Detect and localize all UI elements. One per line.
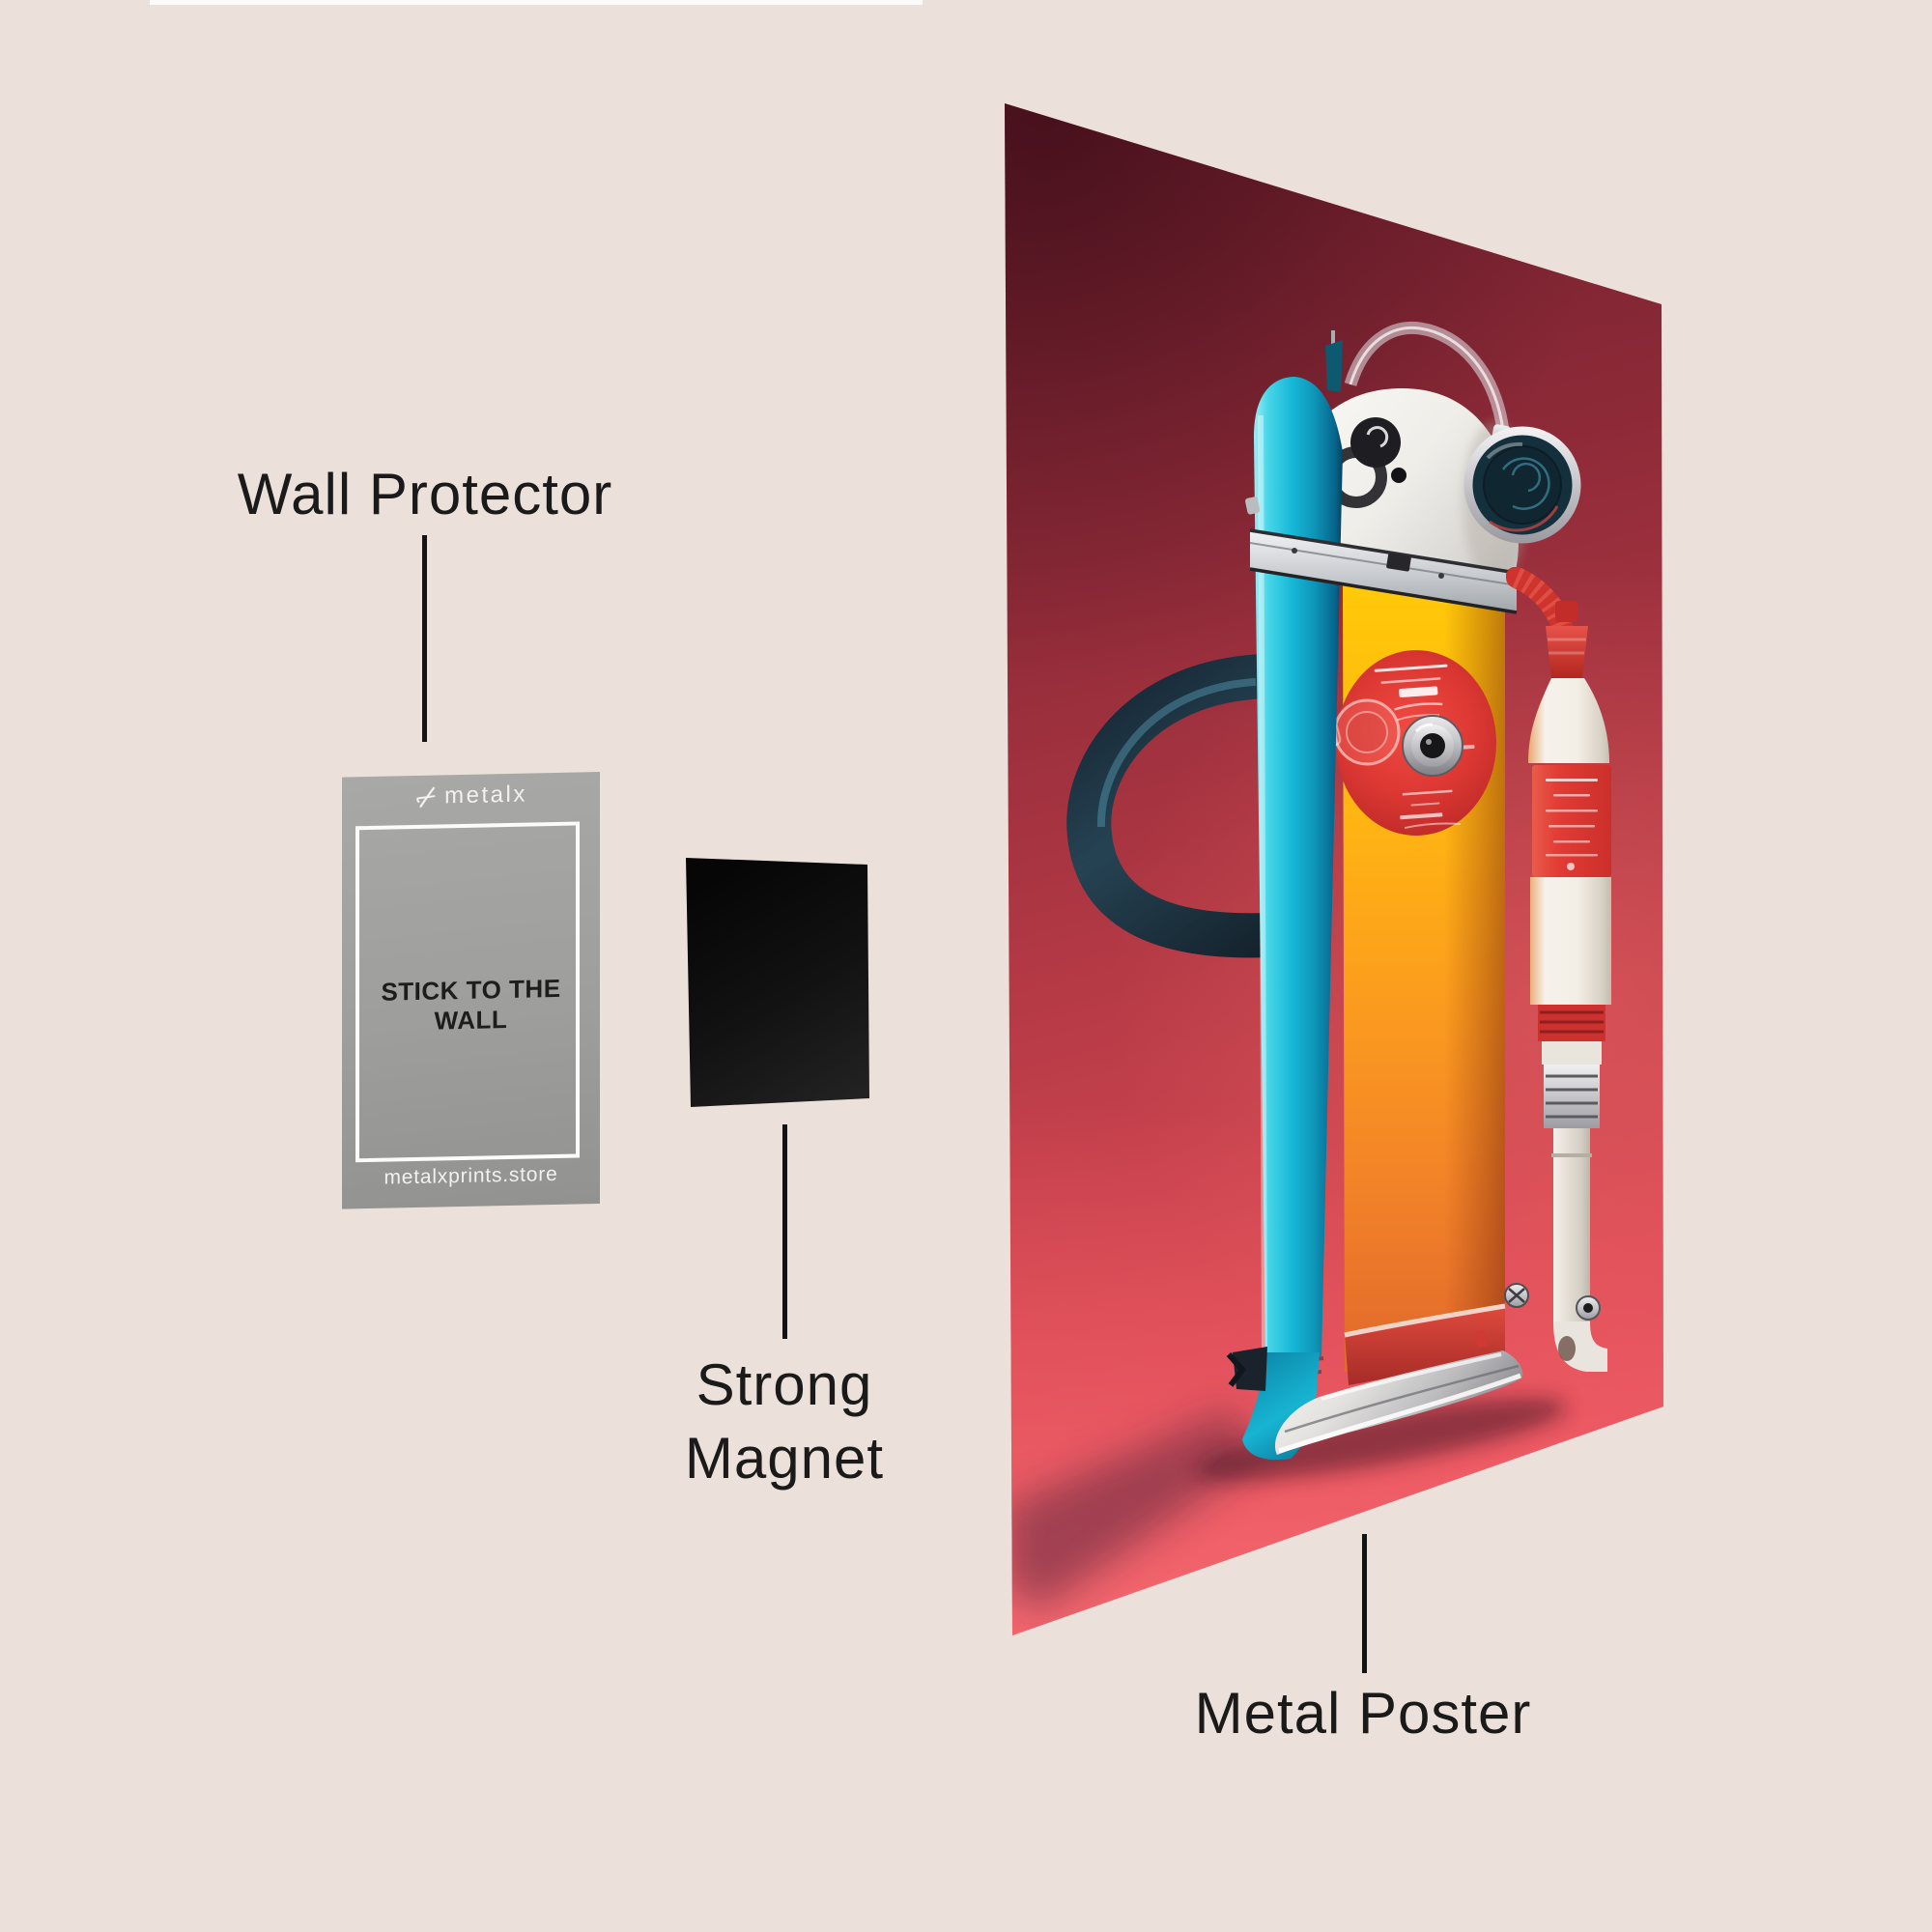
metalx-slash-icon	[416, 786, 436, 808]
dome-dot	[1391, 468, 1406, 483]
machine	[1066, 321, 1611, 1461]
antenna-fin	[1325, 330, 1343, 392]
metal-poster-leader-line	[1362, 1534, 1367, 1673]
poster-artwork	[1005, 103, 1663, 1635]
strong-magnet-label: Strong Magnet	[543, 1349, 1026, 1495]
strong-magnet-leader-line	[782, 1124, 787, 1339]
bottle	[1528, 601, 1611, 1128]
tank-side-valve	[1504, 1283, 1529, 1308]
strong-magnet-label-line2: Magnet	[684, 1426, 885, 1491]
card-brand-row: metalx	[342, 780, 600, 812]
base-contact-shadow	[1195, 1398, 1568, 1481]
top-white-strip	[150, 0, 923, 5]
dome-goggle	[1463, 426, 1581, 544]
cylinder-clip	[1245, 497, 1261, 515]
foot-clamp	[1226, 1347, 1267, 1391]
wall-protector-card: metalx STICK TO THE WALL metalxprints.st…	[342, 772, 600, 1209]
side-bottle-assembly	[1504, 567, 1611, 1372]
bottle-label-markings	[1546, 779, 1598, 870]
dome-spiral-knob	[1350, 417, 1401, 468]
metal-poster-label: Metal Poster	[1194, 1681, 1532, 1746]
machine-handle	[1066, 654, 1290, 958]
wall-protector-leader-line	[422, 535, 427, 742]
tank-base-ring	[1345, 1304, 1505, 1385]
tank-sticker	[1474, 1329, 1488, 1348]
bottle-label	[1532, 765, 1611, 877]
wall-protector-label: Wall Protector	[237, 462, 613, 526]
magnet-square	[686, 858, 869, 1107]
machine-base-skirt	[1274, 1350, 1523, 1455]
panel-markings	[1374, 664, 1475, 830]
strong-magnet-label-line1: Strong	[696, 1352, 873, 1417]
control-panel-disc	[1322, 650, 1496, 836]
machine-cast-shadow	[1005, 1410, 1267, 1611]
panel-translucent-knob	[1322, 698, 1401, 766]
panel-chrome-knob	[1402, 715, 1463, 777]
chrome-coupler	[1544, 1065, 1600, 1128]
machine-band	[1249, 528, 1518, 614]
drain-pipe	[1551, 1128, 1607, 1372]
